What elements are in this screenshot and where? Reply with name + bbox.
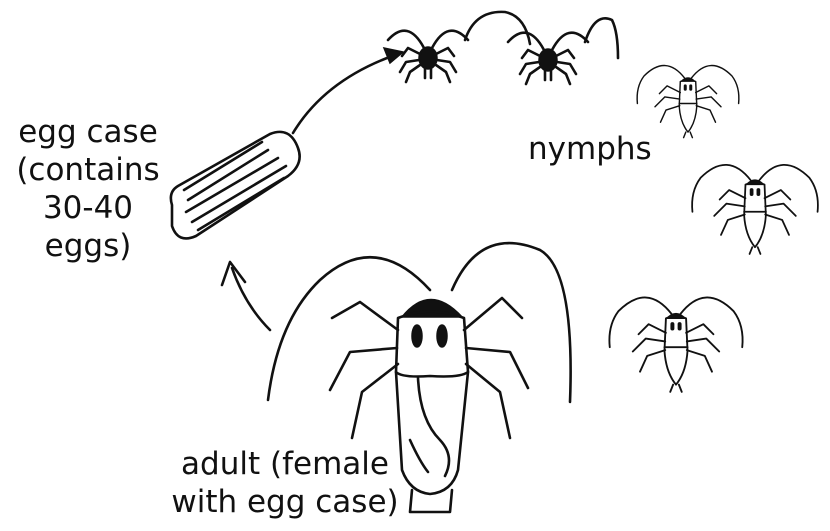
nymph-small [637,66,739,138]
egg-case-label-line-3: 30-40 [0,189,176,227]
adult-label: adult (female with egg case) [150,445,420,521]
egg-case-label-line-4: eggs) [0,227,176,265]
arrow-adult-to-egg [222,262,270,330]
nymph-tiny-2 [508,33,588,84]
egg-case-illustration [171,132,300,239]
egg-case-label: egg case (contains 30-40 eggs) [0,113,176,265]
nymphs-label: nymphs [528,130,652,168]
nymphs-label-text: nymphs [528,130,652,168]
egg-case-label-line-1: egg case [0,113,176,151]
nymph-large [609,297,742,391]
nymph-medium [692,165,818,254]
nymph-tiny-1 [388,31,468,82]
adult-label-line-2: with egg case) [150,483,420,521]
adult-label-line-1: adult (female [150,445,420,483]
arrow-egg-to-nymph [293,48,403,133]
nymph-antenna-arc [465,12,530,44]
egg-case-label-line-2: (contains [0,151,176,189]
nymph-antenna-arc-2 [585,18,618,58]
